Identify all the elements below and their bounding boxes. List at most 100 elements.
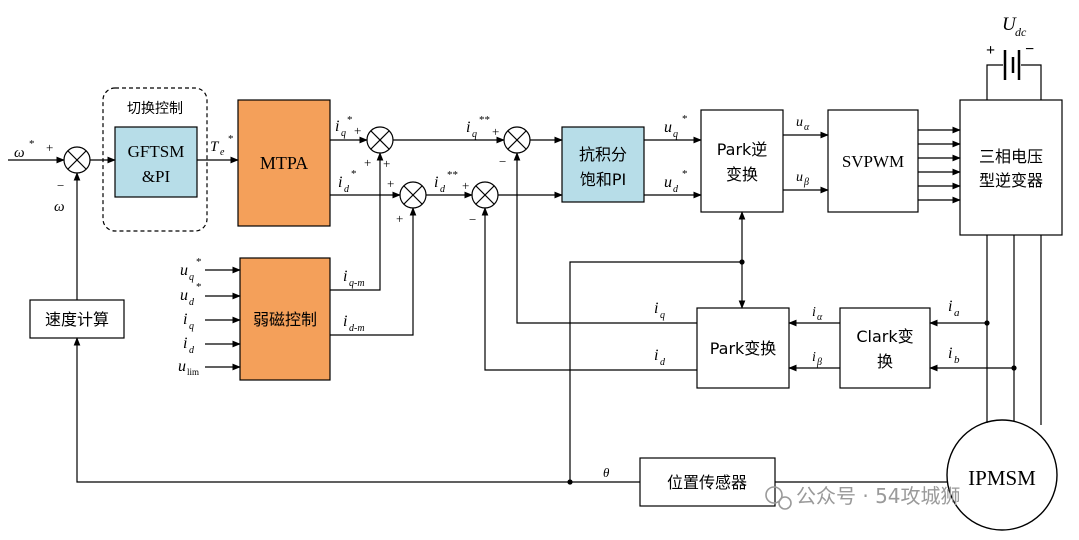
- junction-dot: [739, 259, 745, 265]
- mtpa-block: [237, 99, 331, 227]
- svg-text:d: d: [673, 184, 679, 195]
- gftsm-pi-block: [114, 126, 198, 198]
- svg-text:u: u: [178, 358, 186, 375]
- svg-text:i: i: [335, 118, 339, 135]
- inverter-block: [959, 99, 1063, 236]
- plus-sign: +: [986, 42, 995, 59]
- svg-text:*: *: [196, 256, 202, 268]
- clark-label-2: 换: [877, 352, 893, 371]
- svg-text:i: i: [343, 313, 347, 330]
- plus-sign: +: [46, 140, 53, 155]
- svg-text:i: i: [654, 347, 658, 364]
- svg-text:*: *: [228, 133, 234, 145]
- svg-text:*: *: [29, 138, 35, 150]
- svg-text:u: u: [796, 115, 803, 130]
- svg-text:i: i: [948, 345, 952, 362]
- svg-text:u: u: [664, 119, 672, 136]
- svg-text:lim: lim: [187, 367, 199, 377]
- label-iq-ref2: i q **: [466, 114, 490, 140]
- svg-text:e: e: [220, 147, 225, 158]
- label-id-m: i d-m: [343, 313, 365, 334]
- svg-text:U: U: [1002, 14, 1017, 35]
- svg-text:b: b: [954, 354, 960, 366]
- svg-text:d: d: [189, 345, 195, 356]
- svg-text:*: *: [196, 281, 202, 293]
- svg-text:β: β: [803, 177, 809, 188]
- pi-label: &PI: [142, 167, 171, 186]
- svg-text:q: q: [673, 129, 678, 140]
- anti-windup-label-2: 饱和PI: [580, 170, 626, 189]
- field-weakening-label: 弱磁控制: [253, 310, 317, 329]
- svpwm-block: [827, 109, 919, 213]
- plus-sign: +: [364, 155, 371, 170]
- svg-text:i: i: [343, 268, 347, 285]
- inverse-park-label-2: 变换: [726, 165, 758, 184]
- minus-sign: −: [1025, 41, 1034, 58]
- label-theta: θ: [603, 465, 610, 480]
- clark-label-1: Clark变: [856, 327, 913, 346]
- svg-text:i: i: [466, 119, 470, 136]
- label-weak-ud: u d *: [180, 281, 202, 308]
- minus-sign: −: [57, 178, 64, 193]
- inverter-label-1: 三相电压: [979, 147, 1043, 166]
- watermark-text: 公众号 · 54攻城狮: [796, 484, 961, 508]
- svg-text:d: d: [440, 184, 446, 195]
- svg-text:q: q: [660, 310, 665, 321]
- svg-text:d: d: [660, 357, 666, 368]
- sum-junction-iq-error: [503, 126, 531, 154]
- ipmsm-label: IPMSM: [968, 466, 1036, 490]
- field-weakening-block: [239, 257, 331, 381]
- clark-block: [839, 307, 931, 389]
- label-id-ref2: i d **: [434, 169, 458, 195]
- svg-text:q: q: [189, 321, 194, 332]
- inverter-label-2: 型逆变器: [979, 171, 1043, 190]
- plus-sign: +: [387, 176, 394, 191]
- label-iq-ref: i q *: [335, 114, 353, 139]
- label-weak-iq: i q: [183, 311, 194, 332]
- plus-sign: +: [492, 124, 499, 139]
- park-label: Park变换: [710, 339, 777, 358]
- sum-junction-speed: [63, 146, 91, 174]
- svg-text:β: β: [816, 357, 822, 368]
- svg-text:α: α: [804, 122, 810, 133]
- svg-text:i: i: [183, 311, 187, 328]
- wechat-icon-small: [778, 496, 792, 510]
- watermark: 公众号 · 54攻城狮: [765, 484, 961, 510]
- svg-text:*: *: [351, 168, 357, 180]
- label-weak-ulim: u lim: [178, 358, 199, 377]
- svg-text:i: i: [948, 298, 952, 315]
- anti-windup-label-1: 抗积分: [579, 145, 627, 164]
- sum-junction-id-error: [471, 181, 499, 209]
- label-udc: U dc: [1002, 14, 1027, 39]
- speed-calc-label: 速度计算: [45, 310, 109, 329]
- label-omega-fb: ω: [54, 199, 65, 215]
- position-sensor-block: [639, 457, 776, 507]
- svg-text:d: d: [189, 297, 195, 308]
- svg-text:ω: ω: [14, 145, 25, 161]
- label-i-alpha: i α: [812, 305, 823, 323]
- label-i-beta: i β: [812, 350, 822, 368]
- junction-dot: [567, 479, 573, 485]
- svg-text:q-m: q-m: [349, 278, 365, 289]
- minus-sign: −: [499, 154, 506, 169]
- svg-text:u: u: [180, 287, 188, 304]
- anti-windup-pi-block: [561, 126, 645, 203]
- svg-text:i: i: [654, 300, 658, 317]
- label-u-beta: u β: [796, 170, 809, 188]
- mtpa-label: MTPA: [260, 153, 308, 173]
- svg-text:q: q: [341, 128, 346, 139]
- inverse-park-label-1: Park逆: [717, 140, 768, 159]
- plus-sign: +: [383, 156, 390, 171]
- sum-junction-id-weak: [399, 181, 427, 209]
- label-iq-fb: i q: [654, 300, 665, 321]
- plus-sign: +: [354, 123, 361, 138]
- label-iq-m: i q-m: [343, 268, 365, 289]
- svg-text:*: *: [347, 114, 353, 126]
- junction-dot: [984, 320, 990, 326]
- label-uq-ref: u q *: [664, 113, 688, 140]
- label-weak-uq: u q *: [180, 256, 202, 283]
- plus-sign: +: [396, 211, 403, 226]
- label-id-ref: i d *: [338, 168, 357, 195]
